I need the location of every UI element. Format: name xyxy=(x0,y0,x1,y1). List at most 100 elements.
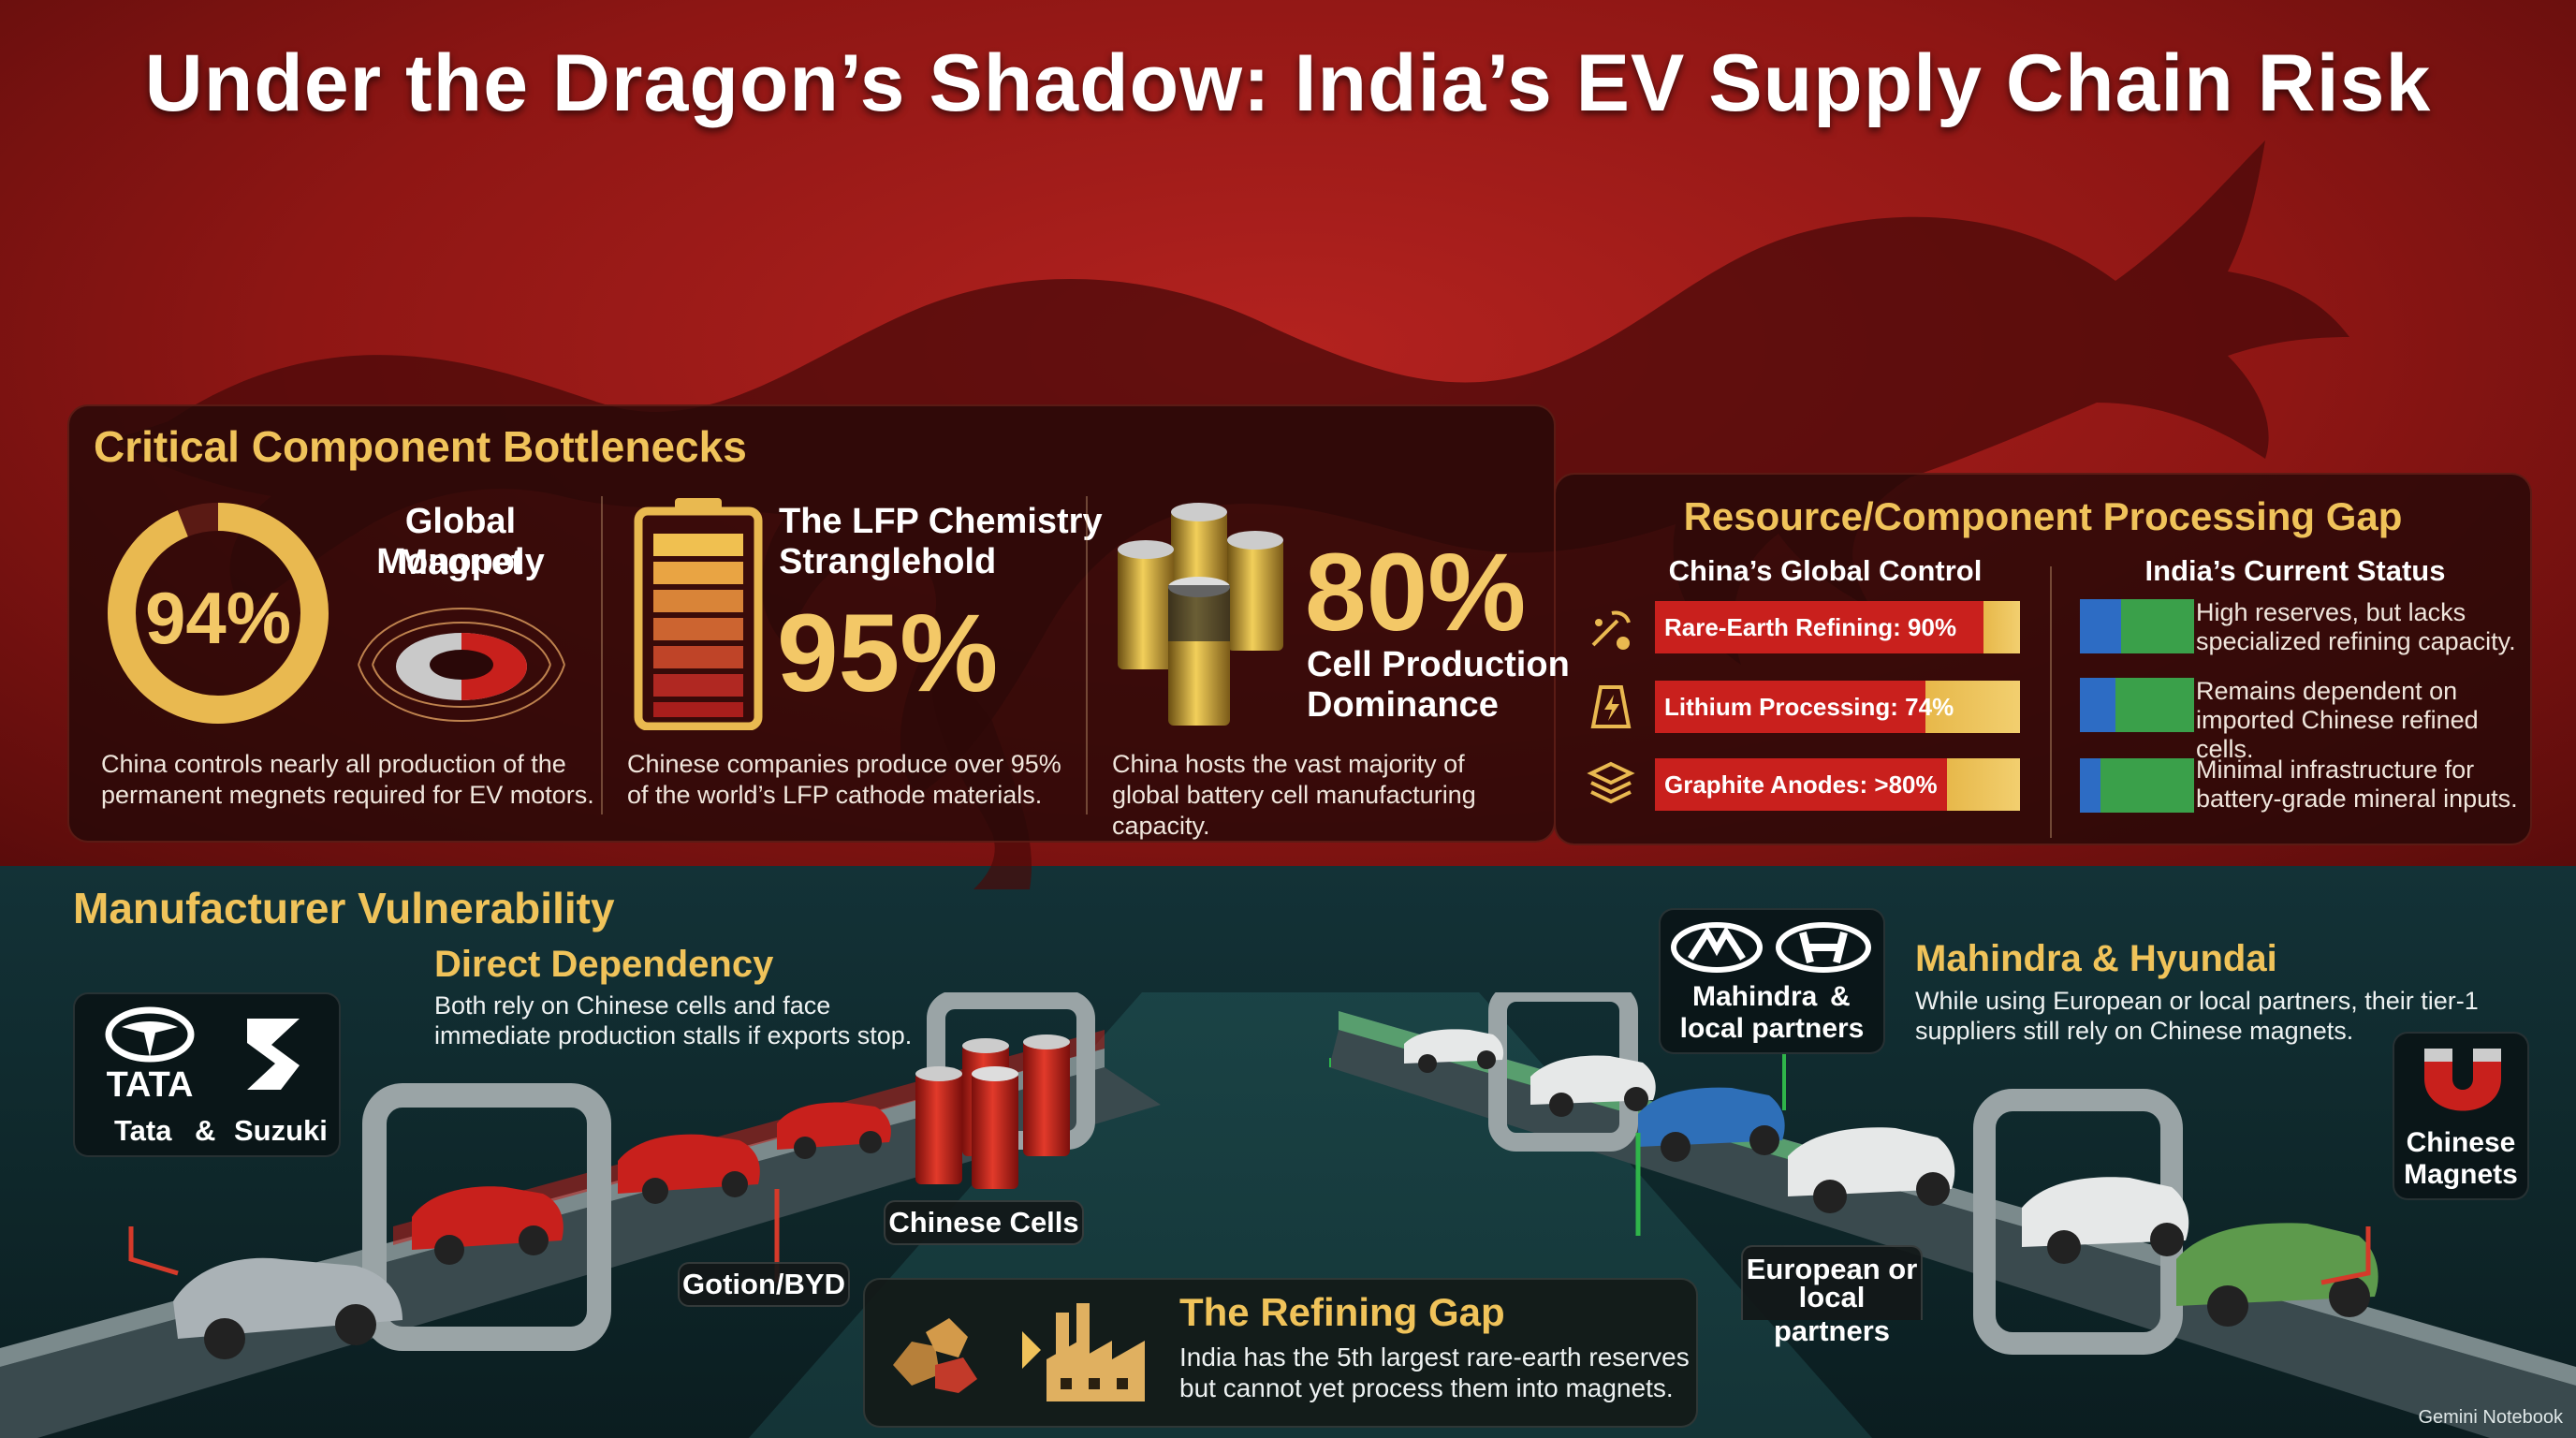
cells-caption-line3: capacity. xyxy=(1112,812,1210,840)
lithium-remainder xyxy=(1925,681,2020,733)
magnet-title-line1: Global Magnet xyxy=(398,502,523,582)
vulnerability-heading: Manufacturer Vulnerability xyxy=(73,884,615,932)
mahindra-connector-line xyxy=(1782,1054,1786,1110)
lfp-caption-line1: Chinese companies produce over 95% xyxy=(627,750,1061,778)
lfp-title-line1: The LFP Chemistry xyxy=(779,502,1103,541)
suzuki-label: Suzuki xyxy=(234,1114,328,1147)
gemini-notebook-watermark: Gemini Notebook xyxy=(2418,1407,2563,1428)
china-control-header: China’s Global Control xyxy=(1668,554,1983,587)
processing-gap-heading: Resource/Component Processing Gap xyxy=(1683,494,2403,538)
graphite-china-share xyxy=(1655,758,1947,811)
hyundai-logo-icon xyxy=(1776,922,1871,973)
battery-cells-icon xyxy=(1118,503,1283,726)
mahindra-label-line1: Mahindra xyxy=(1692,981,1818,1012)
mahindra-label-amp: & xyxy=(1830,981,1851,1012)
car-green xyxy=(2176,1223,2378,1327)
car-red-2 xyxy=(618,1134,760,1204)
refining-gap-title: The Refining Gap xyxy=(1179,1290,1505,1334)
cells-title-line1: Cell Production xyxy=(1307,645,1570,684)
refining-gap-line2: but cannot yet process them into magnets… xyxy=(1179,1373,1674,1402)
lightning-flask-icon xyxy=(1590,685,1632,728)
refining-gap-panel xyxy=(863,1278,1698,1428)
layers-icon xyxy=(1587,761,1635,804)
ring-magnet-icon xyxy=(358,608,565,722)
car-white-3 xyxy=(1788,1127,1955,1213)
india-status-2-line1: Remains dependent on xyxy=(2196,677,2458,705)
india-status-1-line1: High reserves, but lacks xyxy=(2196,598,2466,626)
cells-percent: 80% xyxy=(1305,531,1527,654)
lfp-caption-line2: of the world’s LFP cathode materials. xyxy=(627,781,1043,809)
rare-earth-label: Rare-Earth Refining: 90% xyxy=(1664,613,1957,641)
car-red-3 xyxy=(777,1102,891,1159)
divider-1 xyxy=(601,496,603,814)
lithium-bar: Lithium Processing: 74% xyxy=(1655,681,2020,733)
cells-caption-line1: China hosts the vast majority of xyxy=(1112,750,1465,778)
pickaxe-ore-icon xyxy=(1591,610,1631,650)
magnet-share-arc xyxy=(108,503,329,724)
graphite-label: Graphite Anodes: >80% xyxy=(1664,770,1938,799)
india-status-bar-2 xyxy=(2080,678,2194,732)
mahindra-logo-icon xyxy=(1671,922,1763,973)
chinese-cells-icon xyxy=(915,1034,1070,1189)
tata-label: Tata xyxy=(114,1114,172,1147)
india-status-3-line2: battery-grade mineral inputs. xyxy=(2196,785,2518,813)
chinese-magnets-box xyxy=(2393,1032,2529,1200)
divider-2 xyxy=(1086,496,1088,814)
car-blue xyxy=(1638,1087,1785,1162)
cells-title-line2: Dominance xyxy=(1307,685,1499,725)
graphite-bar: Graphite Anodes: >80% xyxy=(1655,758,2020,811)
european-local-label-line2: local partners xyxy=(1773,1281,1891,1347)
car-red-1 xyxy=(412,1186,564,1265)
india-status-2-line2: imported Chinese refined cells. xyxy=(2196,706,2479,763)
rare-earth-china-share xyxy=(1655,601,1983,653)
horseshoe-magnet-icon xyxy=(2424,1049,2501,1111)
car-silver xyxy=(173,1257,402,1359)
magnet-donut-chart xyxy=(108,503,329,724)
lithium-label: Lithium Processing: 74% xyxy=(1664,693,1954,721)
tata-logo-icon xyxy=(105,1006,195,1063)
magnet-percent: 94% xyxy=(144,577,292,659)
refining-gap-line1: India has the 5th largest rare-earth res… xyxy=(1179,1343,1690,1372)
mahindra-hyundai-logo-box xyxy=(1659,908,1885,1054)
battery-gauge-icon xyxy=(634,498,763,730)
ore-rocks-icon xyxy=(893,1318,977,1393)
chinese-cells-label: Chinese Cells xyxy=(884,1200,1084,1245)
magnet-caption-line2: permanent megnets required for EV motors… xyxy=(101,781,594,809)
direct-dependency-line1: Both rely on Chinese cells and face xyxy=(434,991,831,1020)
rare-earth-remainder xyxy=(1983,601,2020,653)
bottlenecks-heading: Critical Component Bottlenecks xyxy=(94,422,747,471)
chinese-magnets-line1: Chinese xyxy=(2406,1127,2516,1158)
lfp-title-line2: Stranglehold xyxy=(779,542,997,581)
india-status-bar-3 xyxy=(2080,758,2194,813)
gotion-byd-label: Gotion/BYD xyxy=(678,1262,850,1307)
cells-caption-line2: global battery cell manufacturing xyxy=(1112,781,1476,809)
india-status-bar-1 xyxy=(2080,599,2194,653)
european-local-label-line1: European or xyxy=(1741,1245,1923,1320)
mahindra-hyundai-line1: While using European or local partners, … xyxy=(1915,987,2479,1015)
rare-earth-bar: Rare-Earth Refining: 90% xyxy=(1655,601,2020,653)
car-white-1 xyxy=(1404,1029,1504,1073)
tata-logo-text: TATA xyxy=(106,1065,194,1105)
mahindra-hyundai-line2: suppliers still rely on Chinese magnets. xyxy=(1915,1017,2354,1045)
magnet-title-line2: Monopoly xyxy=(376,542,545,581)
india-status-1-line2: specialized refining capacity. xyxy=(2196,627,2516,655)
car-white-4 xyxy=(2022,1177,2189,1264)
suzuki-logo-icon xyxy=(247,1019,300,1090)
graphite-remainder xyxy=(1947,758,2020,811)
mahindra-hyundai-title: Mahindra & Hyundai xyxy=(1915,938,2277,979)
divider-3 xyxy=(2050,566,2052,838)
mahindra-label-line2: local partners xyxy=(1679,1013,1865,1044)
direct-dependency-line2: immediate production stalls if exports s… xyxy=(434,1021,913,1049)
india-status-3-line1: Minimal infrastructure for xyxy=(2196,756,2475,784)
lithium-china-share xyxy=(1655,681,1925,733)
factory-icon xyxy=(1046,1303,1145,1401)
direct-dependency-title: Direct Dependency xyxy=(434,944,774,985)
right-assembly-line xyxy=(1329,992,2576,1438)
india-status-header: India’s Current Status xyxy=(2144,554,2446,587)
magnet-caption-line1: China controls nearly all production of … xyxy=(101,750,566,778)
chinese-magnets-line2: Magnets xyxy=(2404,1159,2518,1190)
car-white-2 xyxy=(1530,1055,1656,1117)
lfp-percent: 95% xyxy=(777,592,999,715)
tata-suzuki-amp: & xyxy=(195,1114,216,1147)
arrow-right-icon xyxy=(1022,1331,1041,1369)
